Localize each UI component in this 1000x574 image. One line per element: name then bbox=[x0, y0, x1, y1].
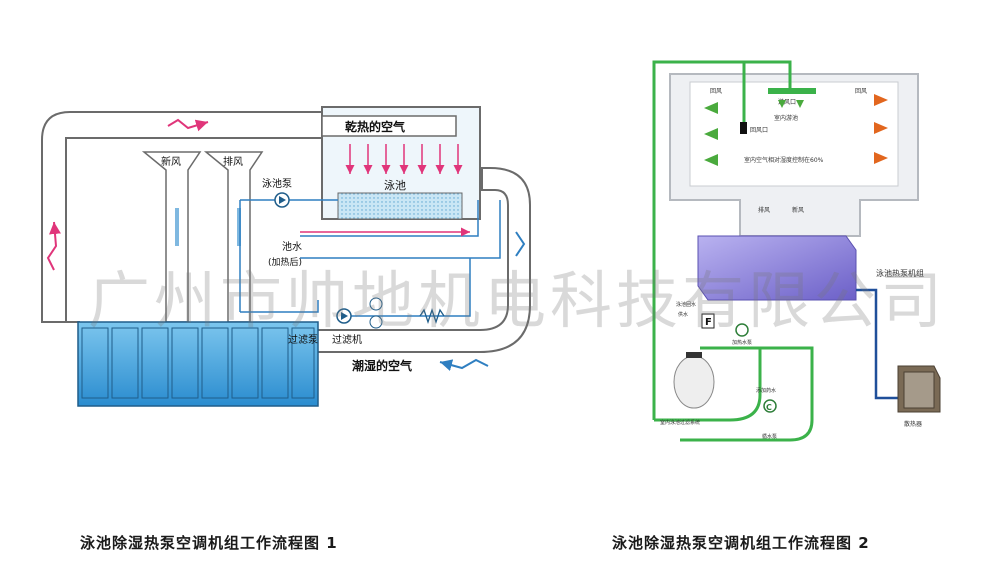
filter-system-label: 室内泳池过滤系统 bbox=[660, 419, 700, 426]
exhaust-label: 排风 bbox=[758, 206, 770, 214]
pipe-label-1: 泳池回水 bbox=[676, 301, 696, 308]
f-symbol: F bbox=[705, 317, 712, 328]
caption-1: 泳池除湿热泵空调机组工作流程图 1 bbox=[80, 534, 338, 552]
return-outlet-label: 回风口 bbox=[750, 127, 768, 134]
humidity-note: 室内空气相对湿度控制在60% bbox=[744, 156, 824, 164]
pool-label: 泳池 bbox=[384, 178, 406, 192]
unit-panels bbox=[81, 327, 315, 399]
filter-tank bbox=[673, 355, 715, 409]
caption-2: 泳池除湿热泵空调机组工作流程图 2 bbox=[612, 534, 870, 552]
supply-outlet bbox=[768, 88, 816, 94]
heat-pump-unit bbox=[697, 235, 857, 301]
exhaust-air-label: 排风 bbox=[223, 155, 243, 168]
fresh-air-label: 新风 bbox=[161, 155, 181, 168]
pipe-label-2: 供水 bbox=[678, 311, 688, 318]
blue-cooling-pipe bbox=[856, 288, 898, 400]
duct-arrow-top bbox=[167, 118, 209, 132]
warm-air-arrows bbox=[345, 144, 463, 174]
humid-air-duct bbox=[318, 167, 531, 353]
pool-hall bbox=[689, 81, 899, 187]
return-air-left-label: 回风 bbox=[710, 88, 722, 95]
diagram-2: 回风 回风 送风口 室内游池 回风口 室内空气相对湿度控制在60% 排风 新风 … bbox=[652, 60, 941, 442]
heating-label: (加热后) bbox=[268, 256, 302, 268]
water-piping bbox=[239, 199, 501, 317]
fresh-label: 新风 bbox=[792, 206, 804, 214]
dry-air-band bbox=[321, 115, 457, 137]
radiator-label: 散热器 bbox=[904, 420, 922, 428]
heat-pump-water-icon bbox=[735, 323, 749, 337]
dosing-label: 添加药水 bbox=[756, 387, 776, 394]
diagram-1: 乾热的空气 泳池 新风 排风 bbox=[41, 106, 531, 407]
supply-down-arrows bbox=[778, 100, 804, 108]
orange-air-arrows bbox=[874, 94, 888, 164]
filter-pump-label: 过滤泵 bbox=[288, 333, 318, 346]
pool-basin bbox=[337, 192, 463, 220]
return-air-right-label: 回风 bbox=[855, 88, 867, 95]
duct-arrow-left bbox=[46, 221, 61, 271]
filter-icon-2 bbox=[369, 315, 383, 329]
c-symbol: C bbox=[766, 403, 772, 412]
pool-water-label: 池水 bbox=[282, 240, 302, 253]
green-piping bbox=[652, 60, 814, 442]
circulation-pump-label: 循水泵 bbox=[762, 433, 777, 440]
dry-hot-air-label: 乾热的空气 bbox=[345, 119, 405, 134]
filter-icon-1 bbox=[369, 297, 383, 311]
exhaust-stack bbox=[203, 151, 264, 323]
circulation-pump-icon bbox=[763, 399, 777, 413]
f-meter-box bbox=[701, 313, 715, 329]
pool-pump-label: 泳池泵 bbox=[262, 177, 292, 190]
humid-air-label: 潮湿的空气 bbox=[352, 358, 412, 373]
green-air-arrows bbox=[704, 102, 718, 166]
supply-outlet-label: 送风口 bbox=[778, 98, 796, 106]
heat-pump-water-label: 加热水泵 bbox=[732, 339, 752, 346]
duct-arrow-bottom bbox=[439, 358, 489, 371]
duct-arrow-right bbox=[515, 231, 526, 257]
fresh-air-stack bbox=[141, 151, 202, 323]
filter-machine-label: 过滤机 bbox=[332, 333, 362, 346]
indoor-pool-label: 室内游池 bbox=[774, 114, 798, 122]
unit-label: 泳池热泵机组 bbox=[876, 268, 924, 278]
heater-coil bbox=[419, 307, 445, 325]
return-outlet-box bbox=[740, 122, 747, 134]
